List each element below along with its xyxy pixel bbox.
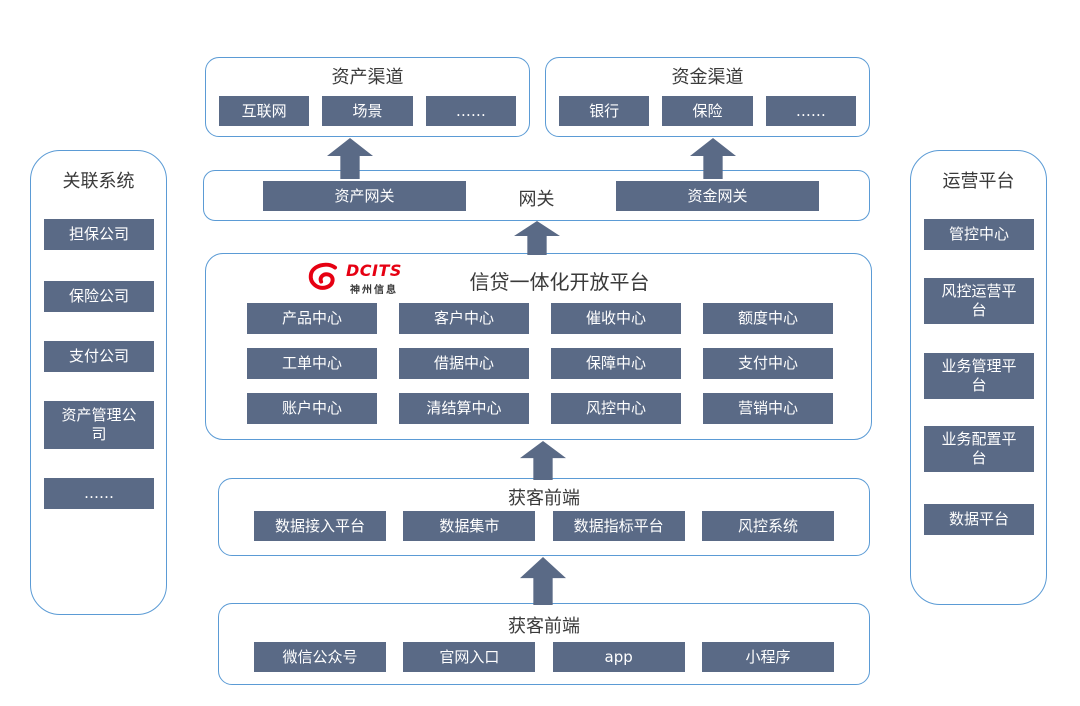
data-frontend-item: 数据指标平台 [552, 511, 685, 541]
dcits-logo-text: DCITS 神州信息 [346, 261, 402, 296]
fund-channel-panel: 资金渠道 银行 保险 …… [545, 57, 870, 137]
center-chip: 工单中心 [247, 348, 377, 379]
platform-centers-grid: 产品中心 客户中心 催收中心 额度中心 工单中心 借据中心 保障中心 支付中心 … [247, 303, 833, 424]
related-system-item: 担保公司 [44, 219, 154, 250]
fund-channel-title: 资金渠道 [671, 67, 744, 88]
asset-channel-title: 资产渠道 [331, 67, 404, 88]
asset-channel-item-more: …… [425, 96, 516, 126]
dcits-brand: DCITS [346, 261, 402, 280]
center-chip: 风控中心 [551, 393, 681, 424]
related-system-item: 资产管理公司 [44, 401, 154, 449]
data-frontend-item: 风控系统 [701, 511, 834, 541]
asset-gateway-chip: 资产网关 [263, 181, 466, 211]
center-chip: 借据中心 [399, 348, 529, 379]
related-system-item: 支付公司 [44, 341, 154, 372]
data-frontend-title: 获客前端 [508, 488, 580, 509]
platform-title: 信贷一体化开放平台 [469, 270, 650, 294]
marketing-frontend-item: 微信公众号 [254, 642, 386, 672]
dcits-company: 神州信息 [349, 285, 398, 296]
fund-gateway-chip: 资金网关 [616, 181, 819, 211]
gateway-panel: 网关 资产网关 资金网关 [203, 170, 870, 221]
fund-channel-item: 保险 [662, 96, 753, 126]
credit-platform-panel: DCITS 神州信息 信贷一体化开放平台 产品中心 客户中心 催收中心 额度中心… [205, 253, 872, 440]
center-chip: 保障中心 [551, 348, 681, 379]
related-systems-title: 关联系统 [62, 171, 135, 192]
marketing-frontend-row: 微信公众号 官网入口 app 小程序 [254, 642, 834, 672]
operation-platform-item: 管控中心 [924, 219, 1034, 250]
dcits-swirl-icon [308, 262, 337, 290]
related-system-item-more: …… [44, 478, 154, 509]
marketing-frontend-panel: 获客前端 微信公众号 官网入口 app 小程序 [218, 603, 870, 685]
operation-platform-item: 业务管理平台 [924, 353, 1034, 399]
asset-channel-row: 互联网 场景 …… [219, 96, 516, 126]
up-arrow-to-data-frontend [520, 557, 566, 605]
operation-platform-title: 运营平台 [942, 171, 1015, 192]
operation-platform-panel: 运营平台 管控中心 风控运营平台 业务管理平台 业务配置平台 数据平台 [910, 150, 1047, 605]
center-chip: 清结算中心 [399, 393, 529, 424]
gateway-label: 网关 [518, 189, 555, 210]
fund-channel-row: 银行 保险 …… [559, 96, 856, 126]
marketing-frontend-item: app [552, 642, 685, 672]
center-chip: 催收中心 [551, 303, 681, 334]
marketing-frontend-item: 小程序 [701, 642, 834, 672]
data-frontend-row: 数据接入平台 数据集市 数据指标平台 风控系统 [254, 511, 834, 541]
asset-channel-item: 互联网 [219, 96, 310, 126]
center-chip: 客户中心 [399, 303, 529, 334]
data-frontend-item: 数据接入平台 [254, 511, 386, 541]
center-chip: 额度中心 [703, 303, 833, 334]
up-arrow-to-platform [520, 441, 566, 480]
related-system-item: 保险公司 [44, 281, 154, 312]
data-frontend-panel: 获客前端 数据接入平台 数据集市 数据指标平台 风控系统 [218, 478, 870, 556]
data-frontend-item: 数据集市 [403, 511, 536, 541]
up-arrow-to-gateway [514, 221, 560, 255]
related-systems-panel: 关联系统 担保公司 保险公司 支付公司 资产管理公司 …… [30, 150, 167, 615]
marketing-frontend-item: 官网入口 [403, 642, 536, 672]
operation-platform-item: 业务配置平台 [924, 426, 1034, 472]
asset-channel-item: 场景 [322, 96, 413, 126]
fund-channel-item-more: …… [765, 96, 856, 126]
asset-channel-panel: 资产渠道 互联网 场景 …… [205, 57, 530, 137]
operation-platform-item: 风控运营平台 [924, 278, 1034, 324]
center-chip: 营销中心 [703, 393, 833, 424]
center-chip: 产品中心 [247, 303, 377, 334]
marketing-frontend-title: 获客前端 [508, 616, 580, 637]
center-chip: 账户中心 [247, 393, 377, 424]
fund-channel-item: 银行 [559, 96, 650, 126]
center-chip: 支付中心 [703, 348, 833, 379]
operation-platform-item: 数据平台 [924, 504, 1034, 535]
dcits-logo: DCITS 神州信息 [304, 261, 402, 296]
